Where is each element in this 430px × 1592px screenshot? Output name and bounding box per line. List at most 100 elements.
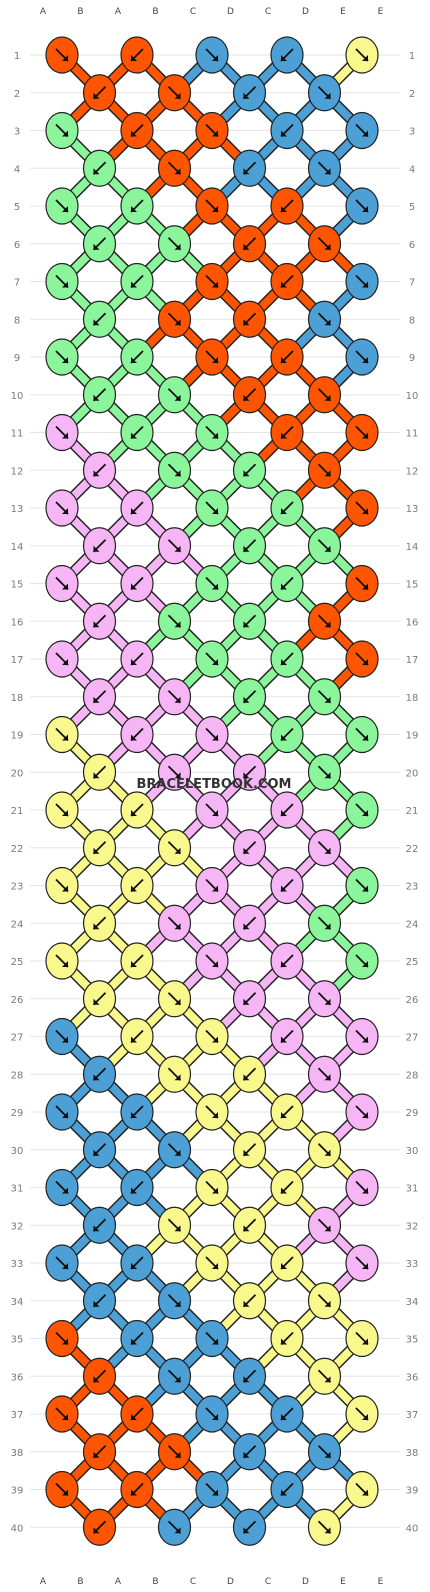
knot (307, 1131, 342, 1169)
arrow-head-icon (281, 130, 287, 137)
row-number-right: 22 (406, 844, 419, 855)
arrow-head-icon (131, 1414, 137, 1420)
row-number-right: 29 (406, 1108, 419, 1119)
arrow-head-icon (93, 1225, 100, 1232)
arrow-head-icon (62, 961, 68, 967)
row-number-left: 8 (14, 315, 20, 326)
knot (195, 187, 229, 225)
knot (157, 904, 192, 942)
arrow-head-icon (212, 885, 218, 892)
arrow-head-icon (131, 357, 137, 363)
arrow-head-icon (281, 1489, 287, 1496)
row-number-left: 34 (11, 1297, 24, 1308)
arrow-head-icon (131, 1187, 137, 1194)
string-label-bottom: E (378, 1577, 384, 1587)
arrow-head-icon (131, 659, 137, 665)
arrow-head-icon (131, 1036, 137, 1043)
arrow-head-icon (62, 1263, 68, 1269)
arrow-head-icon (62, 659, 68, 665)
arrow-head-icon (243, 1225, 250, 1232)
knot (307, 829, 342, 867)
knot (307, 1433, 342, 1471)
knot (307, 1508, 342, 1546)
arrow-head-icon (243, 243, 250, 250)
knot (270, 413, 304, 452)
arrow-head-icon (362, 734, 368, 741)
arrow-head-icon (174, 847, 181, 854)
row-number-left: 23 (11, 882, 24, 893)
arrow-head-icon (131, 1263, 137, 1269)
knot (270, 1244, 304, 1282)
arrow-head-icon (62, 1414, 68, 1420)
knot (270, 942, 304, 980)
arrow-head-icon (93, 1451, 100, 1458)
arrow-head-icon (281, 885, 287, 892)
knot (120, 1093, 154, 1131)
arrow-head-icon (324, 168, 331, 175)
row-number-right: 30 (406, 1146, 419, 1157)
arrow-head-icon (362, 130, 368, 137)
arrow-head-icon (93, 92, 100, 99)
arrow-head-icon (131, 1338, 137, 1345)
arrow-head-icon (62, 508, 68, 514)
knots-layer (45, 36, 379, 1546)
knot (82, 1433, 117, 1471)
knot (195, 36, 229, 74)
row-number-left: 18 (11, 693, 24, 704)
arrow-head-icon (131, 1489, 137, 1496)
row-number-left: 25 (11, 957, 24, 968)
knot (232, 149, 267, 187)
knot (345, 1244, 379, 1282)
arrow-head-icon (324, 1074, 331, 1081)
arrow-head-icon (362, 810, 368, 816)
knot (345, 489, 379, 527)
row-number-right: 36 (406, 1372, 419, 1383)
string-label-top: C (265, 7, 271, 17)
arrow-head-icon (62, 206, 68, 212)
knot (120, 413, 154, 452)
knot (120, 564, 154, 603)
knot (120, 36, 154, 74)
knot (195, 715, 229, 754)
knot (45, 942, 79, 980)
arrow-head-icon (174, 545, 181, 552)
row-number-left: 5 (14, 202, 20, 213)
knot (120, 1319, 154, 1358)
row-number-right: 33 (406, 1259, 419, 1270)
row-number-right: 38 (406, 1448, 419, 1459)
arrow-head-icon (212, 1112, 218, 1118)
knot (232, 753, 267, 791)
arrow-head-icon (93, 243, 100, 250)
arrow-head-icon (212, 432, 218, 439)
knot (270, 111, 304, 150)
arrow-head-icon (174, 1527, 181, 1534)
knot (157, 753, 192, 791)
arrow-head-icon (212, 281, 218, 288)
knot (82, 1282, 117, 1320)
string-label-bottom: B (152, 1577, 158, 1587)
row-number-left: 21 (11, 806, 24, 817)
row-number-left: 13 (11, 504, 24, 515)
knot (345, 1470, 379, 1509)
knot (345, 1395, 379, 1433)
arrow-head-icon (281, 810, 287, 816)
arrow-head-icon (324, 545, 331, 552)
arrow-head-icon (362, 1414, 368, 1420)
row-number-left: 32 (11, 1221, 24, 1232)
arrow-head-icon (93, 545, 100, 552)
knot (82, 904, 117, 942)
row-number-right: 37 (406, 1410, 419, 1421)
arrow-head-icon (212, 508, 218, 514)
knot (82, 74, 117, 112)
row-number-right: 13 (406, 504, 419, 515)
arrow-head-icon (212, 659, 218, 665)
string-label-bottom: D (302, 1577, 309, 1587)
knot (307, 904, 342, 942)
row-number-right: 11 (406, 429, 419, 440)
arrow-head-icon (281, 961, 287, 967)
arrow-head-icon (174, 923, 181, 930)
knot (157, 1508, 192, 1546)
knot (232, 300, 267, 338)
knot (232, 1508, 267, 1546)
